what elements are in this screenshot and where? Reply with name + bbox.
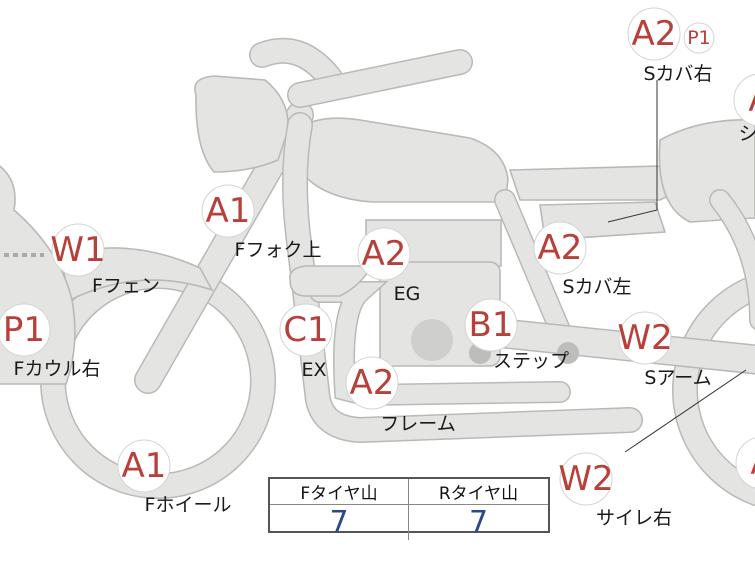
badge-s-cover-right: A2 P1 Sカバ右 (627, 7, 715, 85)
tire-tread-table: Fタイヤ山 Rタイヤ山 7 7 (268, 477, 550, 540)
badge-code: A2 (350, 363, 395, 403)
badge-code: A1 (206, 191, 251, 231)
footrest-right (557, 342, 579, 364)
part-label: Sアーム (644, 367, 711, 389)
swing-arm (456, 316, 755, 374)
badge-code: A (748, 80, 755, 120)
badge-circle (51, 223, 105, 277)
part-label: シ (738, 123, 755, 145)
badge-circle (201, 184, 255, 238)
badge-engine: A2 EG (357, 227, 421, 305)
badge-circle (279, 303, 333, 357)
badge-exhaust: C1 EX (279, 303, 333, 381)
part-label: Sカバ右 (643, 63, 712, 85)
handlebar-grip (250, 39, 342, 90)
leader-lines (607, 80, 747, 453)
front-tire-value: 7 (270, 505, 409, 540)
badge-circle (735, 437, 755, 489)
badge-code: A1 (122, 446, 167, 486)
frame (283, 113, 642, 442)
part-label: Fフォク上 (235, 239, 322, 261)
part-badges: A2 P1 Sカバ右 A シ A1 Fフォク上 W1 Fフェン A2 EG A2 (0, 7, 755, 529)
badge-sub-code: P1 (687, 27, 711, 49)
rear-tire-header: Rタイヤ山 (409, 479, 548, 505)
badge-code: A2 (362, 234, 407, 274)
part-label: Fホイール (145, 494, 232, 516)
badge-circle (627, 7, 681, 61)
badge-code: W1 (50, 230, 105, 270)
badge-code: C1 (283, 310, 328, 350)
part-label: Sカバ左 (562, 276, 631, 298)
badge-code: P1 (3, 310, 45, 350)
badge-code: A2 (538, 228, 583, 268)
badge-code: W2 (617, 318, 672, 358)
badge-s-cover-left: A2 Sカバ左 (533, 221, 632, 298)
engine-cover (411, 319, 453, 361)
badge-circle (618, 311, 672, 365)
badge-f-fender: W1 Fフェン (50, 223, 160, 297)
badge-f-wheel: A1 Fホイール (117, 439, 232, 516)
badge-circle (0, 303, 51, 357)
badge-silencer-right: W2 サイレ右 (558, 452, 672, 529)
part-label: Fカウル右 (14, 358, 101, 380)
rear-wheel (673, 275, 755, 505)
part-label: フレーム (380, 413, 455, 435)
badge-code: B1 (469, 305, 514, 345)
s-cover-right-leader (607, 80, 658, 223)
part-label: サイレ右 (596, 507, 672, 529)
part-label: ステップ (493, 350, 569, 372)
silencer-right-leader (624, 369, 747, 453)
part-label: Fフェン (92, 275, 160, 297)
badge-circle (357, 227, 411, 281)
handlebar (288, 50, 472, 107)
badge-r-wheel: A (735, 437, 755, 489)
badge-circle (345, 356, 399, 410)
badge-frame: A2 フレーム (345, 356, 456, 435)
fuel-tank (299, 117, 509, 203)
exhaust-header (289, 265, 374, 297)
badge-circle (117, 439, 171, 493)
headlight (194, 75, 289, 173)
badge-s-arm: W2 Sアーム (617, 311, 712, 389)
front-tire-header: Fタイヤ山 (270, 479, 409, 505)
badge-seat: A シ (733, 73, 755, 145)
badge-code: A (750, 443, 755, 483)
badge-f-fork-upper: A1 Fフォク上 (201, 184, 322, 261)
badge-code: A2 (632, 14, 677, 54)
badge-f-cowl-right: P1 Fカウル右 (0, 303, 101, 380)
frame-down (495, 190, 570, 340)
badge-circle (533, 221, 587, 275)
frame-rear (710, 190, 755, 329)
part-label: EX (301, 359, 326, 381)
badge-code: W2 (558, 459, 613, 499)
part-label: EG (394, 283, 421, 305)
badge-step: B1 ステップ (464, 298, 569, 372)
rear-tire-value: 7 (468, 505, 489, 540)
badge-circle (733, 73, 755, 127)
badge-circle (464, 298, 518, 352)
badge-circle (559, 452, 613, 506)
badge-sub-circle (683, 22, 715, 54)
exhaust (310, 282, 570, 405)
